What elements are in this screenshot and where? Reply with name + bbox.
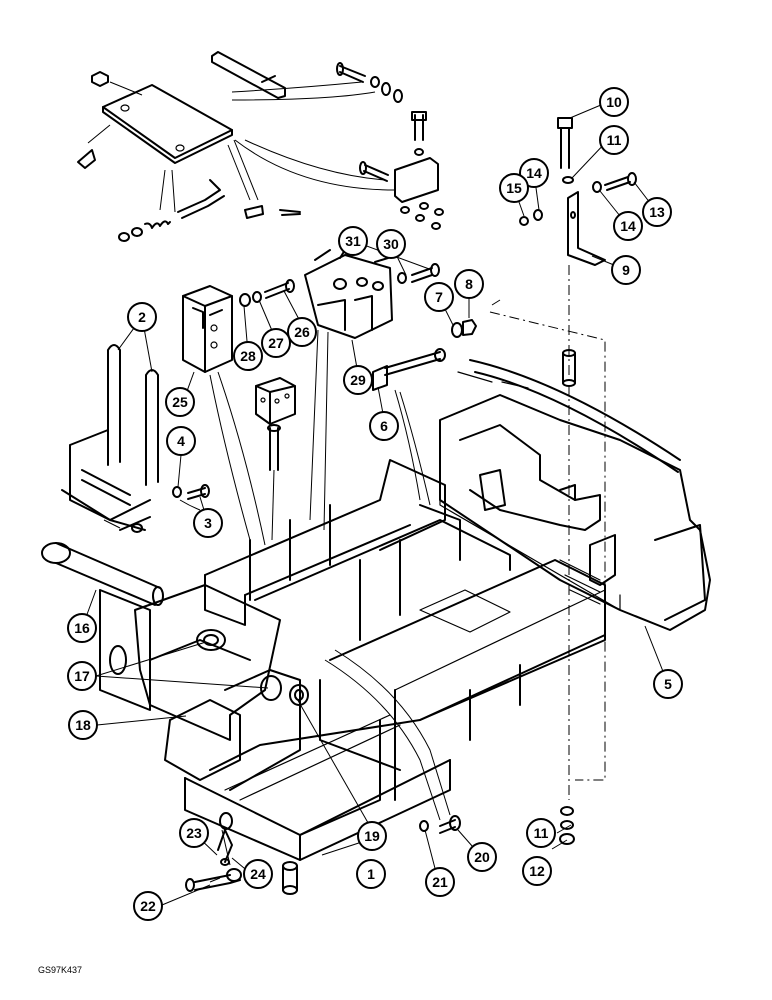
callout-7: 7 xyxy=(424,282,454,312)
tie-rod-6 xyxy=(372,348,446,391)
callout-8: 8 xyxy=(454,269,484,299)
control-valve-29 xyxy=(304,249,393,339)
svg-text:4: 4 xyxy=(177,433,185,449)
bolt-and-washer-3-4 xyxy=(172,484,210,500)
callout-18: 18 xyxy=(68,710,98,740)
bolt-10 xyxy=(557,117,573,169)
svg-text:1: 1 xyxy=(367,866,375,882)
svg-text:25: 25 xyxy=(172,394,188,410)
callout-11-lower: 11 xyxy=(526,818,556,848)
svg-text:21: 21 xyxy=(432,874,448,890)
svg-text:2: 2 xyxy=(138,309,146,325)
callout-14-right: 14 xyxy=(613,211,643,241)
hoses-and-leaders xyxy=(87,81,451,883)
callout-1: 1 xyxy=(356,859,386,889)
bolt-washer-30-31 xyxy=(397,263,440,284)
callout-16: 16 xyxy=(67,613,97,643)
svg-text:13: 13 xyxy=(649,204,665,220)
spring-pin-hardware xyxy=(118,179,301,242)
svg-text:31: 31 xyxy=(345,233,361,249)
svg-text:17: 17 xyxy=(74,668,90,684)
upper-bolts-washers xyxy=(336,62,444,230)
svg-text:23: 23 xyxy=(186,825,202,841)
drawing-reference: GS97K437 xyxy=(38,965,82,975)
svg-text:26: 26 xyxy=(294,324,310,340)
svg-text:11: 11 xyxy=(534,825,549,841)
bushing xyxy=(282,861,298,895)
callout-15: 15 xyxy=(499,173,529,203)
callout-30: 30 xyxy=(376,229,406,259)
callout-20: 20 xyxy=(467,842,497,872)
svg-text:24: 24 xyxy=(250,866,266,882)
svg-text:9: 9 xyxy=(622,262,630,278)
callouts: 1 2 3 4 5 6 7 8 9 10 11 11 12 13 14 14 1… xyxy=(67,87,683,921)
svg-text:29: 29 xyxy=(350,372,366,388)
callout-28: 28 xyxy=(233,341,263,371)
bolts-26-27-28 xyxy=(239,279,295,307)
svg-text:14: 14 xyxy=(526,165,542,181)
washer-nut-11-12-lower xyxy=(559,806,575,845)
cover-plate xyxy=(77,71,233,169)
svg-text:12: 12 xyxy=(529,863,545,879)
counterweight xyxy=(439,359,711,631)
svg-text:28: 28 xyxy=(240,348,256,364)
svg-text:20: 20 xyxy=(474,849,490,865)
callout-12: 12 xyxy=(522,856,552,886)
callout-10: 10 xyxy=(599,87,629,117)
svg-text:7: 7 xyxy=(435,289,443,305)
callout-24: 24 xyxy=(243,859,273,889)
mounting-bracket-9 xyxy=(567,191,606,266)
svg-text:3: 3 xyxy=(204,515,212,531)
callout-25: 25 xyxy=(165,387,195,417)
pivot-pin xyxy=(41,542,164,606)
svg-text:10: 10 xyxy=(606,94,622,110)
callout-6: 6 xyxy=(369,411,399,441)
svg-text:30: 30 xyxy=(383,236,399,252)
clip-23-24 xyxy=(217,829,233,866)
svg-text:18: 18 xyxy=(75,717,91,733)
callout-19: 19 xyxy=(357,821,387,851)
swing-pivot-bracket xyxy=(99,584,309,791)
callout-4: 4 xyxy=(166,426,196,456)
valve-block xyxy=(255,377,296,471)
callout-27: 27 xyxy=(261,328,291,358)
svg-text:19: 19 xyxy=(364,828,380,844)
callout-9: 9 xyxy=(611,255,641,285)
callout-17: 17 xyxy=(67,661,97,691)
callout-5: 5 xyxy=(653,669,683,699)
assembly-centerlines xyxy=(489,265,606,800)
svg-text:5: 5 xyxy=(664,676,672,692)
upper-bracket xyxy=(211,51,286,99)
svg-text:8: 8 xyxy=(465,276,473,292)
callout-13: 13 xyxy=(642,197,672,227)
svg-text:22: 22 xyxy=(140,898,156,914)
callout-31: 31 xyxy=(338,226,368,256)
callout-22: 22 xyxy=(133,891,163,921)
svg-text:16: 16 xyxy=(74,620,90,636)
callout-2: 2 xyxy=(127,302,157,332)
bolt-13 xyxy=(604,172,637,191)
svg-text:27: 27 xyxy=(268,335,284,351)
callout-3: 3 xyxy=(193,508,223,538)
svg-text:6: 6 xyxy=(380,418,388,434)
washers-11-14-15 xyxy=(519,176,602,226)
bolt-washer-20-21 xyxy=(419,815,461,834)
step-bracket xyxy=(61,344,159,533)
callout-21: 21 xyxy=(425,867,455,897)
svg-text:11: 11 xyxy=(607,132,622,148)
callout-11-upper: 11 xyxy=(599,125,629,155)
svg-text:14: 14 xyxy=(620,218,636,234)
callout-26: 26 xyxy=(287,317,317,347)
svg-text:15: 15 xyxy=(506,180,522,196)
callout-14-upper: 14 xyxy=(519,158,549,188)
pin-22 xyxy=(185,868,242,892)
callout-23: 23 xyxy=(179,818,209,848)
callout-29: 29 xyxy=(343,365,373,395)
nuts-7-8 xyxy=(451,319,477,338)
solenoid-valve-25 xyxy=(182,285,233,373)
